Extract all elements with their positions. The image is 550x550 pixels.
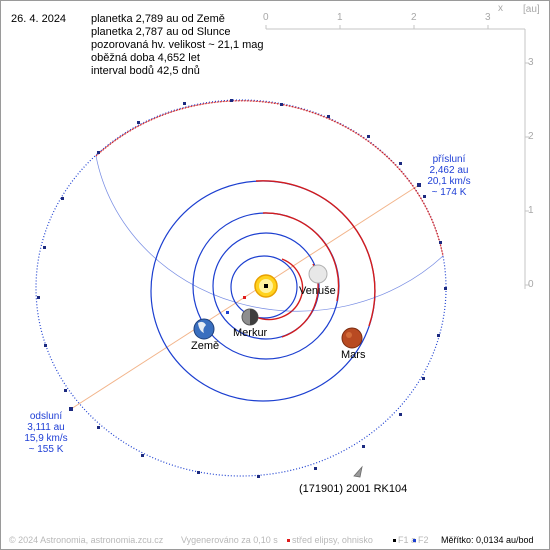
y-tick-label: 0	[528, 279, 534, 290]
asteroid-orbit-south-line	[95, 155, 444, 312]
interval-point	[314, 467, 317, 470]
mars-label: Mars	[341, 349, 366, 361]
interval-point	[183, 102, 186, 105]
interval-point	[399, 413, 402, 416]
legend-f1-text: F1 a	[398, 535, 417, 545]
mercury-orbit	[230, 255, 298, 319]
perihelion-info: přísluní 2,462 au 20,1 km/s ~ 174 K	[419, 154, 479, 198]
focus-f2-marker	[226, 311, 229, 314]
earth-distance-text: planetka 2,789 au od Země	[91, 13, 225, 25]
date-label: 26. 4. 2024	[11, 13, 67, 25]
mercury-shadow	[250, 309, 258, 325]
legend-f2: F2	[413, 535, 429, 545]
generation-time: Vygenerováno za 0,10 s	[181, 535, 278, 545]
earth-label: Země	[191, 340, 220, 352]
y-tick-label: 1	[528, 205, 534, 216]
interval-point	[439, 241, 442, 244]
unit-label: [au]	[523, 4, 540, 15]
earth-clouds	[198, 321, 206, 333]
footer: © 2024 Astronomia, astronomia.zcu.cz Vyg…	[1, 532, 549, 549]
interval-point	[444, 287, 447, 290]
perihelion-marker	[417, 183, 421, 187]
scale-label: Měřítko: 0,0134 au/bod	[441, 535, 534, 545]
earth-icon	[193, 318, 215, 340]
interval-point	[137, 121, 140, 124]
legend-ellipse-center: střed elipsy, ohnisko	[287, 535, 373, 545]
orbital-period-text: oběžná doba 4,652 let	[91, 52, 200, 64]
aphelion-temperature: ~ 155 K	[28, 444, 64, 455]
black-dot-icon	[393, 539, 396, 543]
aphelion-marker	[69, 407, 73, 411]
asteroid-label: (171901) 2001 RK104	[299, 483, 408, 495]
mars-orbit-north-arc	[255, 180, 376, 327]
interval-point	[399, 162, 402, 165]
interval-point	[423, 195, 426, 198]
point-interval-text: interval bodů 42,5 dnů	[91, 65, 200, 77]
asteroid-interval-points	[37, 99, 447, 478]
interval-point	[367, 135, 370, 138]
interval-point	[61, 197, 64, 200]
legend-f2-text: F2	[418, 535, 429, 545]
y-tick-label: 2	[528, 131, 534, 142]
earth-orbit-north-arc	[262, 212, 340, 302]
y-tick-label: 3	[528, 57, 534, 68]
x-axis-label: x	[498, 3, 503, 14]
asteroid-info: planetka 2,789 au od Země planetka 2,787…	[91, 13, 264, 78]
interval-point	[44, 344, 47, 347]
interval-point	[437, 334, 440, 337]
interval-point	[422, 377, 425, 380]
interval-point	[37, 296, 40, 299]
legend-ellipse-center-text: střed elipsy, ohnisko	[292, 535, 373, 545]
venus-icon	[308, 264, 328, 284]
sun-distance-text: planetka 2,787 au od Slunce	[91, 26, 231, 38]
red-dot-icon	[287, 539, 290, 543]
asteroid-icon	[353, 465, 363, 478]
mercury-orbit-north-arc	[255, 258, 304, 321]
sun-focus-marker	[264, 284, 268, 288]
aphelion-info: odsluní 3,111 au 15,9 km/s ~ 155 K	[15, 411, 77, 455]
x-tick-label: 2	[411, 12, 417, 23]
blue-dot-icon	[413, 539, 416, 543]
mars-highlight	[346, 332, 352, 338]
copyright-link[interactable]: © 2024 Astronomia, astronomia.zcu.cz	[9, 535, 164, 545]
legend-f1: F1 a	[393, 535, 416, 545]
aphelion-distance: 3,111 au	[27, 422, 65, 433]
interval-point	[97, 426, 100, 429]
perihelion-speed: 20,1 km/s	[427, 176, 471, 187]
interval-point	[280, 103, 283, 106]
interval-point	[64, 389, 67, 392]
aphelion-title: odsluní	[29, 411, 63, 422]
asteroid-orbit-north-line	[95, 100, 444, 257]
magnitude-text: pozorovaná hv. velikost ~ 21,1 mag	[91, 39, 264, 51]
interval-point	[97, 151, 100, 154]
perihelion-distance: 2,462 au	[429, 165, 469, 176]
interval-point	[43, 246, 46, 249]
interval-point	[362, 445, 365, 448]
mercury-label: Merkur	[233, 327, 268, 339]
mars-icon	[341, 327, 363, 349]
venus-label: Venuše	[299, 285, 336, 297]
interval-point	[327, 115, 330, 118]
x-tick-label: 3	[485, 12, 491, 23]
interval-point	[197, 471, 200, 474]
interval-point	[141, 454, 144, 457]
perihelion-title: přísluní	[432, 154, 466, 165]
aphelion-speed: 15,9 km/s	[24, 433, 68, 444]
perihelion-temperature: ~ 174 K	[431, 187, 467, 198]
x-tick-label: 0	[263, 12, 269, 23]
interval-point	[230, 99, 233, 102]
interval-point	[257, 475, 260, 478]
ellipse-center-marker	[243, 296, 246, 299]
asteroid-orbit	[35, 99, 447, 477]
x-tick-label: 1	[337, 12, 343, 23]
